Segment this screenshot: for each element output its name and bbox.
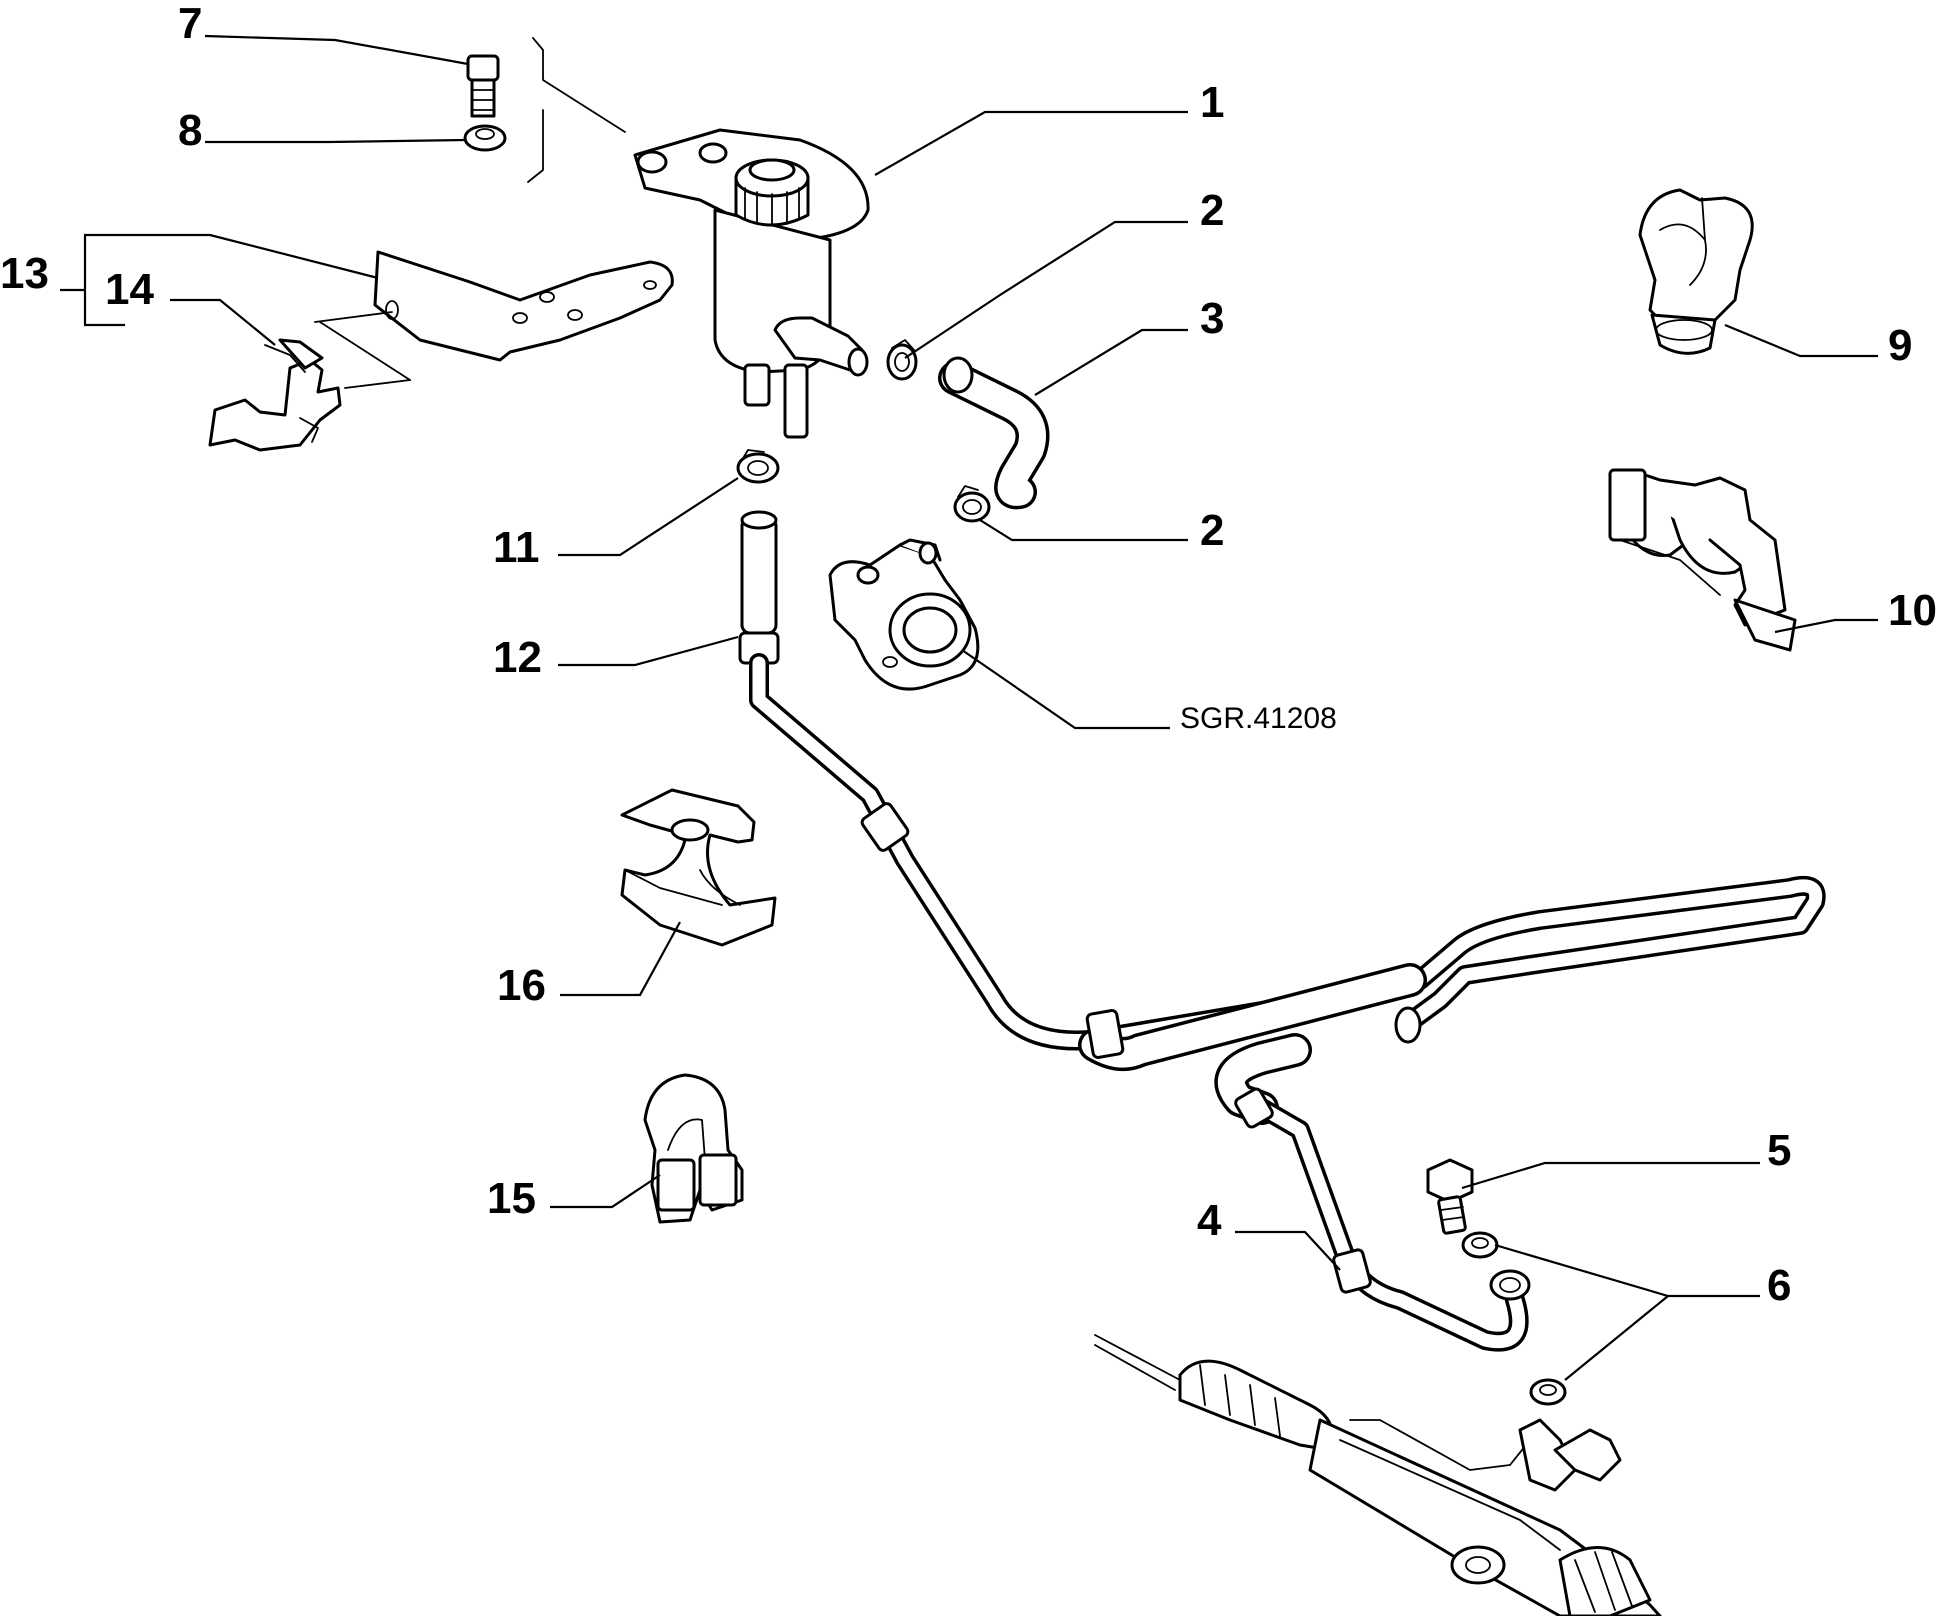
leader-13-bracket: [83, 233, 379, 327]
callout-11: 11: [493, 523, 540, 572]
callout-2-upper: 2: [1200, 186, 1224, 235]
callout-4: 4: [1197, 1196, 1222, 1245]
callout-15: 15: [487, 1174, 536, 1223]
leader-16: [560, 921, 681, 997]
leader-6b: [1564, 1295, 1669, 1381]
pressure-pipe-part-4: [1214, 1033, 1531, 1352]
leader-7: [204, 34, 469, 66]
leader-2-upper: [904, 220, 1188, 359]
bracket-part-13: [314, 250, 674, 389]
steering-pump-housing: [828, 538, 980, 691]
callout-13: 13: [0, 249, 49, 298]
callout-9: 9: [1888, 321, 1912, 370]
callout-1: 1: [1200, 78, 1224, 127]
leader-lines: [60, 34, 1878, 1381]
callout-16: 16: [497, 961, 546, 1010]
clip-part-16: [620, 788, 777, 947]
leader-12: [558, 635, 739, 667]
banjo-bolt-part-5: [1426, 1158, 1474, 1235]
steering-rack: [1094, 1334, 1662, 1616]
leader-2-lower: [979, 519, 1188, 542]
leader-11: [558, 477, 739, 557]
clip-part-14: [208, 338, 342, 452]
callout-3: 3: [1200, 294, 1224, 343]
leader-15: [550, 1174, 661, 1209]
callout-14: 14: [105, 265, 154, 314]
assembly-bracket-marks: [527, 37, 626, 183]
clip-part-15: [643, 1073, 744, 1224]
hose-part-3: [938, 356, 1050, 510]
leader-14: [170, 298, 276, 346]
return-pipe-part-12: [738, 510, 1826, 1071]
washer-part-8: [463, 124, 507, 152]
bolt-part-7: [466, 54, 500, 118]
leader-5: [1461, 1161, 1760, 1190]
reservoir-part-1: [633, 128, 870, 439]
clip-part-10: [1608, 468, 1797, 652]
callout-2-lower: 2: [1200, 506, 1224, 555]
callout-5: 5: [1767, 1126, 1791, 1175]
leader-8: [205, 138, 466, 144]
leader-9: [1724, 323, 1878, 358]
callout-8: 8: [178, 106, 202, 155]
leader-4: [1235, 1230, 1341, 1271]
callout-10: 10: [1888, 586, 1937, 635]
reference-code: SGR.41208: [1180, 702, 1337, 735]
hose-clamp-part-2-lower: [953, 485, 991, 523]
callout-7: 7: [178, 0, 202, 48]
callout-12: 12: [493, 633, 542, 682]
callout-6: 6: [1767, 1261, 1791, 1310]
leader-3: [1034, 328, 1188, 396]
clip-part-9: [1638, 188, 1754, 355]
leader-10: [1774, 618, 1878, 634]
leader-sgr: [961, 649, 1170, 730]
hose-clamp-part-2-upper: [886, 339, 918, 381]
hose-clamp-part-11: [736, 449, 780, 484]
leader-1: [874, 110, 1188, 176]
leader-6: [1494, 1243, 1760, 1298]
